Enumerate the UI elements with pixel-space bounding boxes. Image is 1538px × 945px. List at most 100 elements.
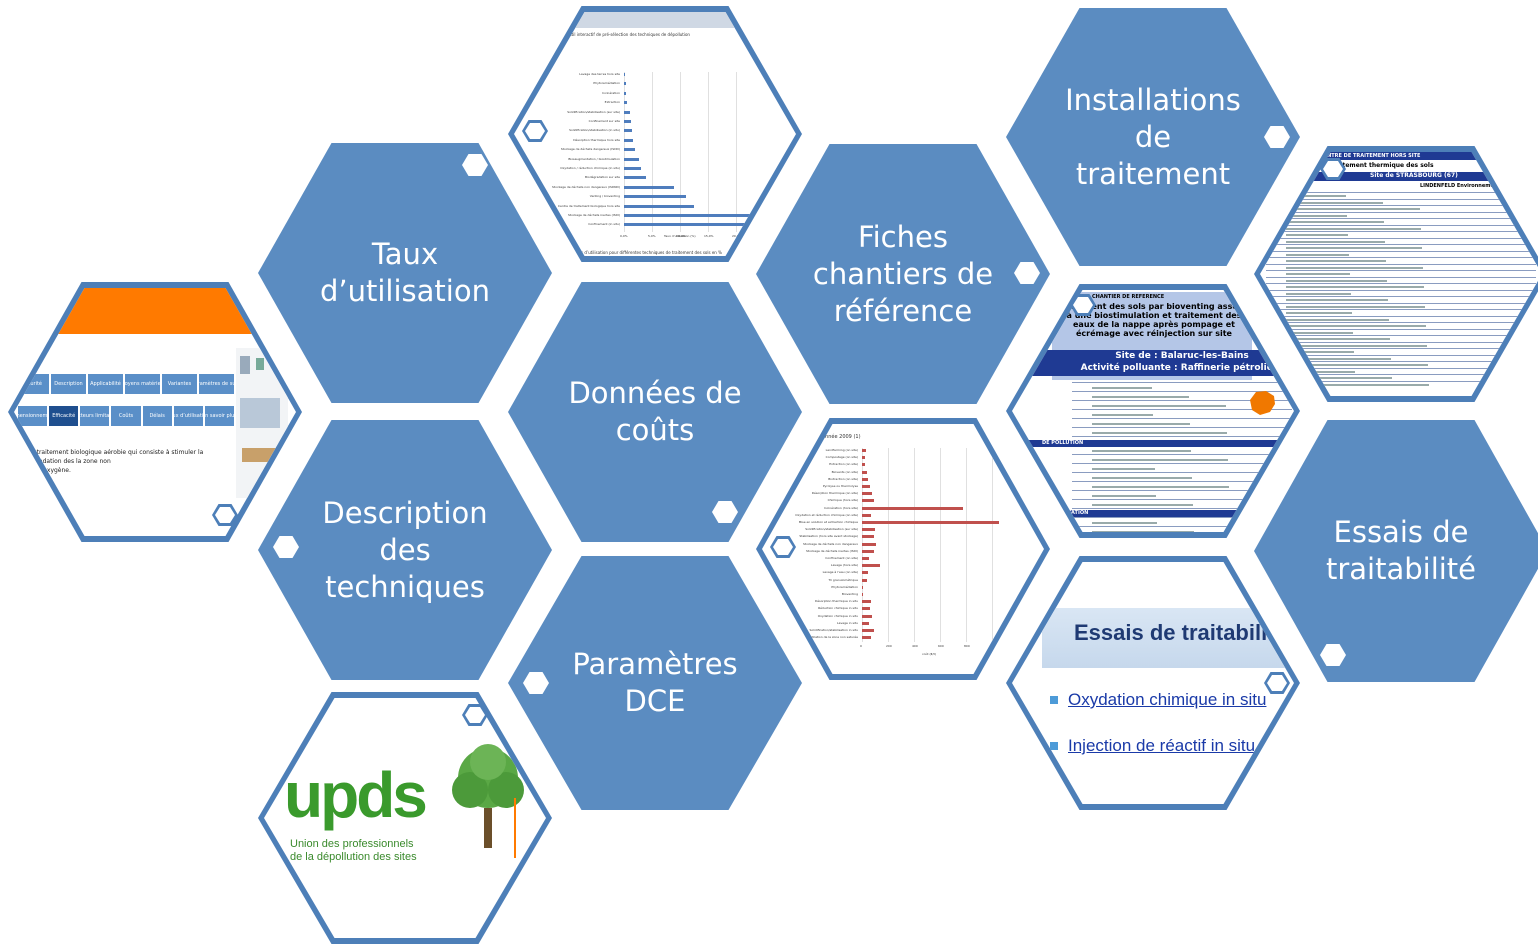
chart-header-band xyxy=(554,12,754,28)
table-row xyxy=(1266,296,1536,297)
table-row xyxy=(1072,400,1292,401)
table-row xyxy=(1266,309,1536,310)
thumb-essais-links[interactable]: Essais de traitabilité Oxydation chimiqu… xyxy=(1006,556,1300,810)
category-label: Incinération xyxy=(602,90,620,95)
x-tick-label: 10,0% xyxy=(676,233,686,238)
table-row-text xyxy=(1092,431,1227,434)
tab-3[interactable]: Coûts xyxy=(111,406,141,426)
tab-3[interactable]: Moyens matériels xyxy=(125,374,160,394)
thumb-description-tabs[interactable]: MaturitéDescriptionApplicabilitéMoyens m… xyxy=(8,282,302,542)
bullet-icon xyxy=(1050,742,1058,750)
table-row-text xyxy=(1092,503,1193,506)
tab-5[interactable]: Paramètres de suivi xyxy=(199,374,234,394)
table-row xyxy=(1266,335,1536,336)
fiche-section-band xyxy=(1012,440,1294,447)
table-row-text xyxy=(1286,227,1421,230)
bar xyxy=(862,456,866,460)
table-row-text xyxy=(1092,449,1191,452)
table-row xyxy=(1266,289,1536,291)
thumb-content: MaturitéDescriptionApplicabilitéMoyens m… xyxy=(14,288,296,536)
tab-0[interactable]: Maturité xyxy=(14,374,49,394)
table-row xyxy=(1072,499,1292,500)
thumb-taux-chart[interactable]: Outil interactif de pré-sélection des te… xyxy=(508,6,802,262)
bar xyxy=(862,585,864,589)
category-label: Oxydation chimique in situ xyxy=(817,613,858,618)
thumb-installation-site[interactable]: CENTRE DE TRAITEMENT HORS SITE Traitemen… xyxy=(1254,146,1538,402)
table-row xyxy=(1266,283,1536,284)
table-row xyxy=(1266,263,1536,265)
fiche-title: Traitement des sols par bioventing assoc… xyxy=(1057,302,1251,338)
gridline xyxy=(680,72,681,232)
tab-1[interactable]: Efficacité xyxy=(49,406,79,426)
bar xyxy=(862,470,867,474)
bar xyxy=(624,176,647,180)
table-row xyxy=(1072,391,1292,392)
thumb-fiche-chantier[interactable]: CHANTIER DE REFERENCE Traitement des sol… xyxy=(1006,284,1300,538)
table-row xyxy=(1266,244,1536,245)
essais-link-oxydation[interactable]: Oxydation chimique in situ xyxy=(1068,690,1267,709)
bar xyxy=(624,223,770,227)
category-label: Lavage in situ xyxy=(837,620,858,625)
bar xyxy=(624,214,764,217)
tab-2[interactable]: Applicabilité xyxy=(88,374,123,394)
bar xyxy=(862,564,881,568)
bar xyxy=(862,549,875,553)
bar xyxy=(862,477,868,481)
table-row xyxy=(1266,250,1536,252)
table-row-text xyxy=(1092,530,1194,532)
category-label: Lavage des terres hors site xyxy=(579,72,620,76)
fiche-site-band xyxy=(1012,350,1294,376)
hex-connector-icon xyxy=(1014,262,1040,284)
tab-2[interactable]: Facteurs limitants xyxy=(80,406,110,426)
gridline xyxy=(940,448,941,643)
tab-4[interactable]: Délais xyxy=(142,406,172,426)
x-tick-label: 0,0% xyxy=(620,233,628,238)
essais-link-injection[interactable]: Injection de réactif in situ xyxy=(1068,736,1256,755)
category-label: Tri granulométrique xyxy=(828,577,858,582)
x-tick-label: 20,0% xyxy=(732,233,742,238)
table-row-text xyxy=(1286,351,1354,354)
table-row xyxy=(1266,354,1536,356)
table-row xyxy=(1266,198,1536,200)
tabs-row-1: MaturitéDescriptionApplicabilitéMoyens m… xyxy=(14,374,234,394)
table-row-text xyxy=(1092,395,1189,398)
category-label: Biodégradation sur site xyxy=(585,175,620,180)
fiche-section-pollution: DE POLLUTION xyxy=(1042,440,1084,446)
table-row-text xyxy=(1286,357,1391,360)
bar xyxy=(624,157,639,161)
bar xyxy=(862,528,875,532)
table-row xyxy=(1072,472,1292,473)
tab-6[interactable]: En savoir plus xyxy=(204,406,234,426)
gridline xyxy=(652,72,653,232)
tab-4[interactable]: Variantes xyxy=(162,374,197,394)
table-row-text xyxy=(1286,305,1425,308)
france-map-icon xyxy=(1250,391,1275,415)
chart-caption: Taux d’utilisation pour différentes tech… xyxy=(574,250,722,255)
category-label: Solidification/stabilisation in situ xyxy=(809,628,858,632)
tab-5[interactable]: Taux d’utilisation xyxy=(173,406,203,426)
table-row-text xyxy=(1286,364,1428,367)
table-row xyxy=(1266,276,1536,278)
tab-1[interactable]: Description xyxy=(51,374,86,394)
hex-connector-icon xyxy=(273,536,299,558)
table-row-text xyxy=(1286,208,1420,211)
table-row-text xyxy=(1286,214,1347,217)
tab-0[interactable]: Dimensionnement xyxy=(18,406,48,426)
category-label: Centre de traitement biologique hors sit… xyxy=(557,203,620,208)
table-row-text xyxy=(1286,266,1423,269)
category-label: Désorption thermique in situ xyxy=(814,599,858,604)
bar xyxy=(862,542,877,546)
category-label: Biosaugmentation / biostimulation xyxy=(568,156,620,161)
table-row xyxy=(1266,224,1536,226)
